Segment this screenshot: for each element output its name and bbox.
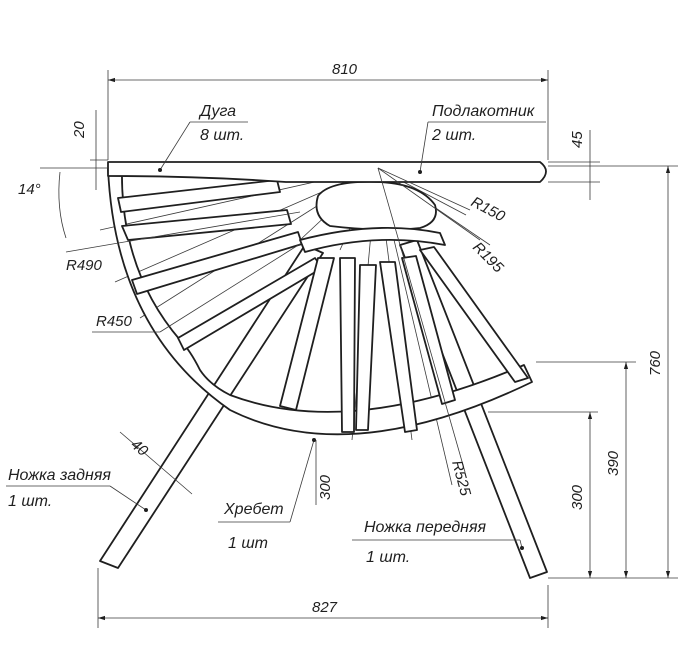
rear-leg-name: Ножка задняя [8, 467, 111, 484]
seat-arc [299, 226, 446, 253]
angle-14: 14° [18, 167, 108, 239]
armrest [107, 161, 547, 183]
dim-827-label: 827 [312, 599, 338, 616]
radius-r195: R195 [469, 239, 507, 277]
dim-300-center: 300 [315, 440, 334, 505]
arc-qty: 8 шт. [200, 127, 244, 144]
radius-r450: R450 [96, 313, 133, 330]
armrest-qty: 2 шт. [431, 127, 476, 144]
seat-rails [279, 246, 529, 433]
armrest-name: Подлакотник [432, 103, 536, 120]
radius-r150: R150 [468, 194, 508, 226]
dim-390-label: 390 [605, 450, 622, 476]
dim-300-right: 300 [488, 411, 598, 578]
label-spine: Хребет 1 шт [218, 438, 316, 552]
dim-45: 45 [548, 130, 600, 200]
front-leg [399, 239, 548, 579]
dim-760: 760 [548, 165, 678, 579]
label-front-leg: Ножка передняя 1 шт. [352, 519, 524, 566]
radius-r490: R490 [66, 257, 103, 274]
front-leg-qty: 1 шт. [366, 549, 410, 566]
radius-r525: R525 [448, 459, 474, 499]
label-rear-leg: Ножка задняя 1 шт. [6, 467, 148, 512]
rear-leg-qty: 1 шт. [8, 493, 52, 510]
dim-810: 810 [107, 61, 549, 160]
dim-760-label: 760 [647, 350, 664, 376]
rear-leg [99, 244, 324, 569]
dim-300-center-label: 300 [317, 474, 334, 500]
spine-name: Хребет [223, 501, 284, 518]
inner-arc [315, 180, 437, 231]
dim-20: 20 [71, 110, 108, 190]
label-armrest: Подлакотник 2 шт. [418, 103, 546, 174]
dim-300-right-label: 300 [569, 484, 586, 510]
arc-name: Дуга [198, 103, 236, 120]
angle-14-label: 14° [18, 181, 41, 198]
front-leg-name: Ножка передняя [364, 519, 487, 536]
dim-20-label: 20 [71, 121, 88, 139]
spine-qty: 1 шт [228, 535, 268, 552]
arc-slats [117, 179, 323, 351]
dim-810-label: 810 [332, 61, 358, 78]
dim-45-label: 45 [569, 131, 586, 148]
dim-390: 390 [536, 361, 636, 578]
label-arc: Дуга 8 шт. [158, 103, 248, 172]
dim-827: 827 [97, 568, 549, 628]
